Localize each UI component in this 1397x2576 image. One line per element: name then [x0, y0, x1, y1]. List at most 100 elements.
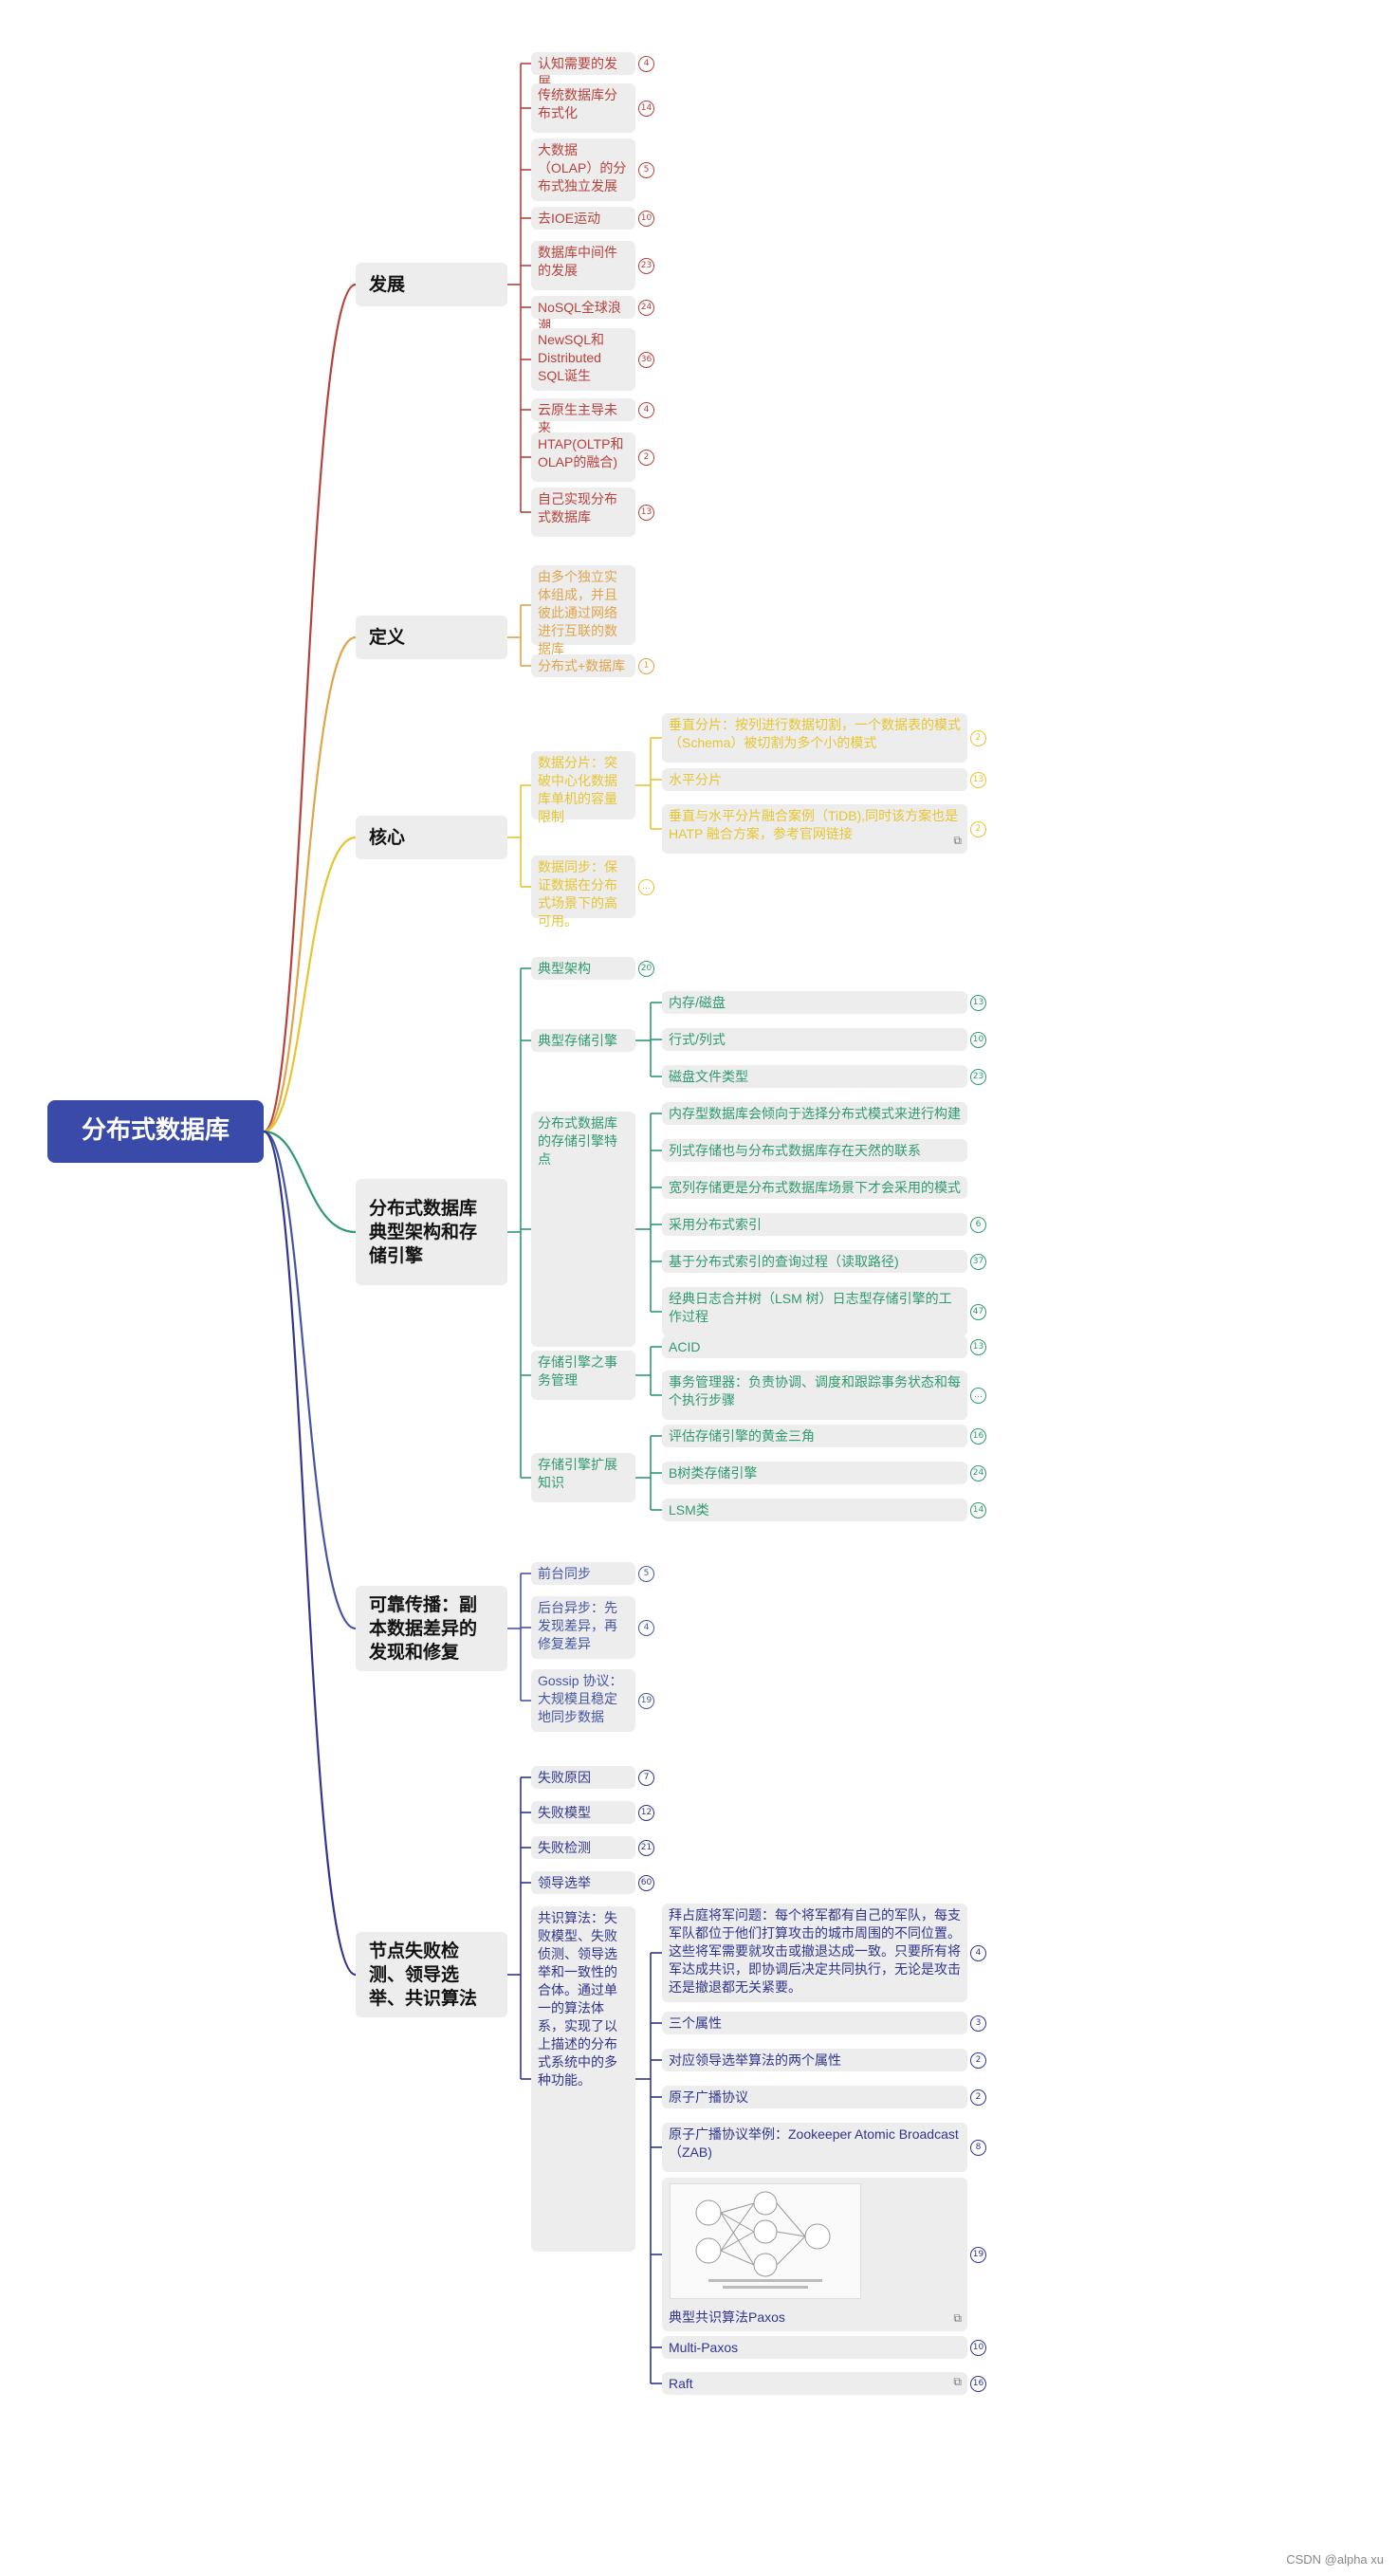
fail-item[interactable]: 领导选举	[531, 1871, 635, 1894]
dev-item[interactable]: 自己实现分布式数据库	[531, 488, 635, 537]
count-badge[interactable]: 10	[970, 2339, 986, 2356]
external-link-icon[interactable]: ⧉	[953, 2375, 962, 2388]
count-badge[interactable]: 21	[638, 1839, 654, 1856]
branch-dev[interactable]: 发展	[356, 263, 507, 306]
count-badge[interactable]: 14	[638, 100, 654, 117]
rep-item[interactable]: 前台同步	[531, 1562, 635, 1585]
core-subitem[interactable]: 垂直与水平分片融合案例（TiDB),同时该方案也是 HATP 融合方案，参考官网…	[662, 804, 967, 854]
fail-subitem[interactable]: Raft⧉	[662, 2372, 967, 2395]
dev-item[interactable]: NoSQL全球浪潮	[531, 296, 635, 333]
count-badge[interactable]: 13	[638, 504, 654, 521]
fail-item[interactable]: 失败原因	[531, 1766, 635, 1789]
def-item[interactable]: 由多个独立实体组成，并且彼此通过网络进行互联的数据库	[531, 565, 635, 656]
core-subitem[interactable]: 水平分片	[662, 768, 967, 791]
count-badge[interactable]: 23	[970, 1068, 986, 1085]
count-badge[interactable]: 12	[638, 1804, 654, 1821]
arch-subitem[interactable]: 内存型数据库会倾向于选择分布式模式来进行构建	[662, 1102, 967, 1125]
arch-subitem[interactable]: 宽列存储更是分布式数据库场景下才会采用的模式	[662, 1176, 967, 1199]
count-badge[interactable]: 24	[638, 299, 654, 316]
arch-subitem[interactable]: 基于分布式索引的查询过程（读取路径)	[662, 1250, 967, 1273]
arch-subitem[interactable]: 采用分布式索引	[662, 1213, 967, 1236]
count-badge[interactable]: 60	[638, 1874, 654, 1891]
arch-subitem[interactable]: 内存/磁盘	[662, 991, 967, 1014]
arch-subitem[interactable]: 评估存储引擎的黄金三角	[662, 1425, 967, 1447]
count-badge[interactable]: 37	[970, 1253, 986, 1270]
arch-item[interactable]: 典型架构	[531, 957, 635, 980]
core-subitem[interactable]: 垂直分片：按列进行数据切割，一个数据表的模式（Schema）被切割为多个小的模式	[662, 713, 967, 763]
branch-failure-consensus[interactable]: 节点失败检测、领导选举、共识算法	[356, 1932, 507, 2017]
arch-subitem[interactable]: 行式/列式	[662, 1028, 967, 1051]
dev-item[interactable]: 数据库中间件的发展	[531, 241, 635, 290]
dev-item[interactable]: 大数据（OLAP）的分布式独立发展	[531, 138, 635, 201]
core-item[interactable]: 数据同步：保证数据在分布式场景下的高可用。	[531, 856, 635, 929]
fail-subitem[interactable]: 典型共识算法Paxos⧉	[662, 2178, 967, 2331]
count-badge[interactable]: 2	[970, 2088, 986, 2106]
count-badge[interactable]: 8	[970, 2139, 986, 2156]
arch-subitem[interactable]: ACID	[662, 1335, 967, 1358]
branch-definition[interactable]: 定义	[356, 616, 507, 659]
def-item[interactable]: 分布式+数据库	[531, 654, 635, 677]
count-badge[interactable]: 13	[970, 1338, 986, 1355]
count-badge[interactable]: 4	[638, 55, 654, 72]
count-badge[interactable]: 36	[638, 351, 654, 368]
dev-item[interactable]: 去IOE运动	[531, 207, 635, 230]
rep-item[interactable]: 后台异步：先发现差异，再修复差异	[531, 1596, 635, 1659]
branch-replication[interactable]: 可靠传播：副本数据差异的发现和修复	[356, 1586, 507, 1671]
dev-item[interactable]: 云原生主导未来	[531, 398, 635, 435]
count-badge[interactable]: …	[638, 878, 654, 895]
external-link-icon[interactable]: ⧉	[953, 2311, 962, 2325]
branch-architecture[interactable]: 分布式数据库典型架构和存储引擎	[356, 1179, 507, 1285]
fail-subitem[interactable]: Multi-Paxos	[662, 2336, 967, 2359]
count-badge[interactable]: 2	[970, 820, 986, 837]
count-badge[interactable]: …	[970, 1387, 986, 1404]
fail-item[interactable]: 失败检测	[531, 1836, 635, 1859]
count-badge[interactable]: 5	[638, 1565, 654, 1582]
root-node[interactable]: 分布式数据库	[47, 1100, 264, 1163]
fail-subitem[interactable]: 原子广播协议	[662, 2086, 967, 2108]
count-badge[interactable]: 1	[638, 657, 654, 674]
count-badge[interactable]: 4	[970, 1944, 986, 1961]
arch-subitem[interactable]: 经典日志合并树（LSM 树）日志型存储引擎的工作过程	[662, 1287, 967, 1336]
external-link-icon[interactable]: ⧉	[953, 834, 962, 847]
fail-item[interactable]: 失败模型	[531, 1801, 635, 1824]
count-badge[interactable]: 14	[970, 1501, 986, 1518]
count-badge[interactable]: 4	[638, 1619, 654, 1636]
branch-core[interactable]: 核心	[356, 816, 507, 859]
count-badge[interactable]: 47	[970, 1303, 986, 1320]
count-badge[interactable]: 13	[970, 771, 986, 788]
count-badge[interactable]: 3	[970, 2015, 986, 2032]
fail-subitem[interactable]: 原子广播协议举例：Zookeeper Atomic Broadcast（ZAB)	[662, 2123, 967, 2172]
count-badge[interactable]: 2	[638, 449, 654, 466]
count-badge[interactable]: 2	[970, 2052, 986, 2069]
dev-item[interactable]: HTAP(OLTP和OLAP的融合)	[531, 432, 635, 482]
count-badge[interactable]: 13	[970, 994, 986, 1011]
count-badge[interactable]: 4	[638, 401, 654, 418]
count-badge[interactable]: 10	[638, 210, 654, 227]
dev-item[interactable]: NewSQL和Distributed SQL诞生	[531, 328, 635, 391]
arch-subitem[interactable]: B树类存储引擎	[662, 1462, 967, 1484]
count-badge[interactable]: 19	[970, 2246, 986, 2263]
arch-subitem[interactable]: LSM类	[662, 1499, 967, 1521]
arch-item[interactable]: 分布式数据库的存储引擎特点	[531, 1112, 635, 1347]
count-badge[interactable]: 20	[638, 960, 654, 977]
count-badge[interactable]: 6	[970, 1216, 986, 1233]
arch-item[interactable]: 典型存储引擎	[531, 1029, 635, 1052]
paxos-diagram-thumbnail[interactable]	[670, 2183, 861, 2299]
fail-subitem[interactable]: 对应领导选举算法的两个属性	[662, 2049, 967, 2071]
arch-subitem[interactable]: 事务管理器：负责协调、调度和跟踪事务状态和每个执行步骤	[662, 1371, 967, 1420]
fail-item[interactable]: 共识算法：失败模型、失败侦测、领导选举和一致性的合体。通过单一的算法体系，实现了…	[531, 1906, 635, 2252]
count-badge[interactable]: 23	[638, 257, 654, 274]
count-badge[interactable]: 24	[970, 1464, 986, 1481]
count-badge[interactable]: 7	[638, 1769, 654, 1786]
arch-item[interactable]: 存储引擎之事务管理	[531, 1351, 635, 1400]
dev-item[interactable]: 认知需要的发展	[531, 52, 635, 89]
arch-subitem[interactable]: 列式存储也与分布式数据库存在天然的联系	[662, 1139, 967, 1162]
count-badge[interactable]: 2	[970, 729, 986, 746]
fail-subitem[interactable]: 拜占庭将军问题：每个将军都有自己的军队，每支军队都位于他们打算攻击的城市周围的不…	[662, 1904, 967, 2002]
dev-item[interactable]: 传统数据库分布式化	[531, 83, 635, 133]
core-item[interactable]: 数据分片：突破中心化数据库单机的容量限制	[531, 751, 635, 824]
arch-item[interactable]: 存储引擎扩展知识	[531, 1453, 635, 1502]
arch-subitem[interactable]: 磁盘文件类型	[662, 1065, 967, 1088]
count-badge[interactable]: 19	[638, 1692, 654, 1709]
count-badge[interactable]: 16	[970, 2375, 986, 2392]
